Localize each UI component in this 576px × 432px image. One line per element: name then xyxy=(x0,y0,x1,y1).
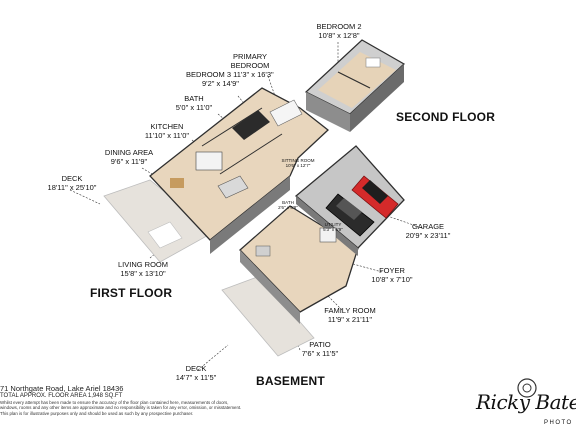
floor-title-second: SECOND FLOOR xyxy=(396,110,496,124)
floor-title-basement: BASEMENT xyxy=(256,374,325,388)
logo-camera-icon xyxy=(517,378,537,398)
label-bedroom-3: BEDROOM 3 11'3" x 16'3"9'2" x 14'9" xyxy=(186,70,274,88)
basement-plan xyxy=(221,145,405,357)
footer: 71 Northgate Road, Lake Ariel 18436 TOTA… xyxy=(0,384,340,416)
floor-title-first: FIRST FLOOR xyxy=(90,286,173,300)
first-floor-plan xyxy=(103,87,329,263)
disclaimer-line-1: Whilst every attempt has been made to en… xyxy=(0,400,229,405)
disclaimer-line-2: windows, rooms and any other items are a… xyxy=(0,405,242,411)
disclaimer-line-3: This plan is for illustrative purposes o… xyxy=(0,410,194,416)
car-red xyxy=(351,175,399,219)
car-black xyxy=(325,193,375,237)
logo-subtitle: PHOTO xyxy=(544,420,573,426)
property-address: 71 Northgate Road, Lake Ariel 18436 xyxy=(0,384,124,393)
photographer-logo: Ricky Bates PHOTO xyxy=(466,376,576,432)
total-floor-area: TOTAL APPROX. FLOOR AREA 1,948 SQ.FT xyxy=(0,393,123,399)
second-floor-plan xyxy=(304,39,406,132)
logo-script-text: Ricky Bates xyxy=(476,390,576,414)
